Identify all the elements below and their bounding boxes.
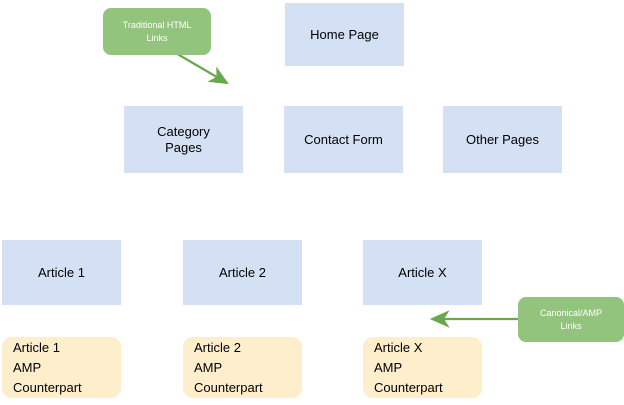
node-article-1-amp[interactable]: Article 1 AMP Counterpart bbox=[2, 337, 121, 398]
node-article-x-amp[interactable]: Article X AMP Counterpart bbox=[363, 337, 482, 398]
callout-traditional-html-links-label: Traditional HTML Links bbox=[122, 19, 192, 43]
node-article-2-label: Article 2 bbox=[219, 264, 266, 280]
node-other-pages[interactable]: Other Pages bbox=[443, 106, 562, 173]
callout-canonical-amp-links-label: Canonical/AMP Links bbox=[539, 307, 603, 331]
arrow-traditional-html-links bbox=[173, 51, 229, 85]
node-other-pages-label: Other Pages bbox=[466, 131, 539, 147]
node-article-1-amp-label: Article 1 AMP Counterpart bbox=[13, 339, 82, 395]
callout-canonical-amp-links[interactable]: Canonical/AMP Links bbox=[518, 297, 624, 342]
node-article-1[interactable]: Article 1 bbox=[2, 240, 121, 305]
node-article-2-amp-label: Article 2 AMP Counterpart bbox=[194, 339, 263, 395]
node-article-x[interactable]: Article X bbox=[363, 240, 482, 305]
node-home-page[interactable]: Home Page bbox=[285, 3, 404, 66]
callout-traditional-html-links[interactable]: Traditional HTML Links bbox=[103, 8, 211, 55]
node-article-1-label: Article 1 bbox=[38, 264, 85, 280]
node-article-x-amp-label: Article X AMP Counterpart bbox=[374, 339, 443, 395]
node-contact-form[interactable]: Contact Form bbox=[284, 106, 403, 173]
node-article-x-label: Article X bbox=[398, 264, 447, 280]
node-article-2[interactable]: Article 2 bbox=[183, 240, 302, 305]
node-category-pages-label: Category Pages bbox=[157, 123, 210, 155]
node-category-pages[interactable]: Category Pages bbox=[124, 106, 243, 173]
node-contact-form-label: Contact Form bbox=[304, 131, 383, 147]
node-home-page-label: Home Page bbox=[310, 26, 379, 42]
node-article-2-amp[interactable]: Article 2 AMP Counterpart bbox=[183, 337, 302, 398]
